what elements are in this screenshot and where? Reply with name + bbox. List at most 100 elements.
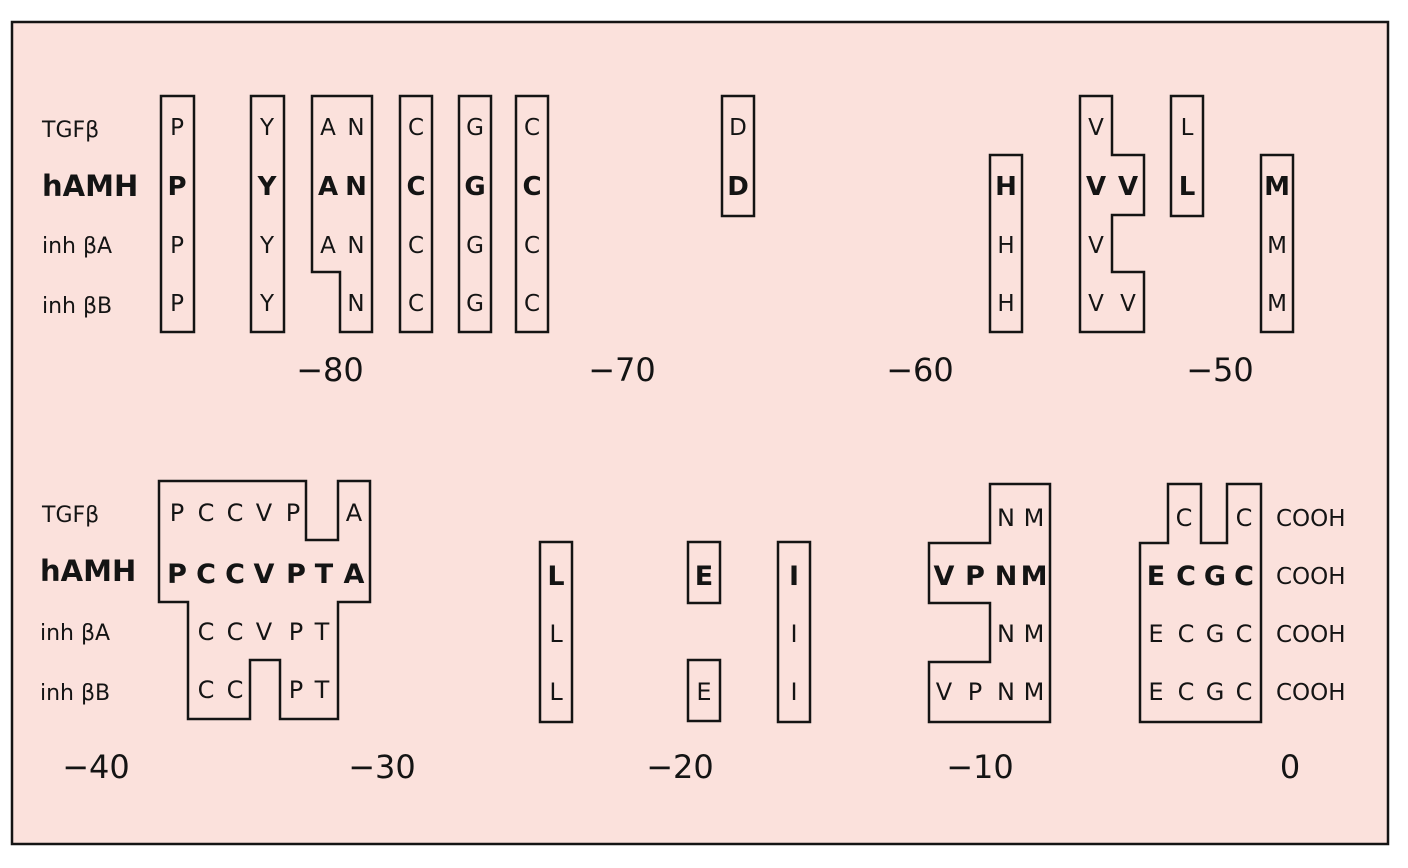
residue: C [198,499,215,527]
residue: A [346,499,363,527]
block-m [1259,153,1295,334]
residue: V [1086,172,1106,202]
block-h [988,153,1024,334]
cooh-terminus: COOH [1276,506,1346,532]
residue: L [547,561,564,592]
residue: N [997,620,1015,648]
residue: V [934,561,955,592]
residue: P [286,499,300,527]
axis-label: −80 [296,351,364,389]
residue: N [347,291,364,317]
residue: I [790,620,797,648]
residue: E [1148,620,1163,648]
residue: C [1176,504,1193,532]
residue: N [347,233,364,259]
residue: C [1236,620,1253,648]
residue: C [227,676,244,704]
residue: C [524,115,540,141]
axis-label: −70 [588,351,656,389]
axis-label: −20 [646,748,714,786]
block-pccvpta [157,479,372,721]
row-label-tgfb: TGFβ [41,503,99,528]
residue: P [289,618,303,646]
residue: P [170,499,184,527]
residue: C [406,172,425,202]
residue: N [995,561,1018,592]
residue: D [729,115,747,141]
residue: V [936,678,953,706]
row-label-tgfb: TGFβ [41,118,99,143]
residue: P [968,678,982,706]
row-label-hamh: hAMH [42,169,138,203]
residue: G [1204,561,1226,592]
axis-label: −30 [348,748,416,786]
residue: C [408,233,424,259]
residue: C [198,618,215,646]
block-p [159,94,196,334]
axis-label: −40 [62,748,130,786]
residue: G [464,172,485,202]
cooh-terminus: COOH [1276,622,1346,648]
residue: V [254,559,275,590]
axis-label: −50 [1186,351,1254,389]
residue: C [227,618,244,646]
residue: L [1179,172,1196,202]
residue: V [256,618,273,646]
residue: C [227,499,244,527]
residue: C [408,291,424,317]
block-vpnm [927,482,1052,724]
residue: N [997,678,1015,706]
block-i [776,540,812,724]
residue: T [314,618,330,646]
row-label-inh-bb: inh βB [42,294,112,319]
residue: M [1264,172,1290,202]
residue: T [315,559,334,590]
residue: P [167,559,187,590]
residue: I [789,561,799,592]
residue: V [1118,172,1138,202]
residue: P [286,559,306,590]
residue: Y [259,233,275,259]
block-e1 [686,540,722,605]
residue: P [170,115,184,141]
residue: V [1120,291,1136,317]
residue: P [170,233,184,259]
residue: C [1236,678,1253,706]
residue: A [318,172,338,202]
residue: N [997,504,1015,532]
residue: C [1178,678,1195,706]
residue: P [170,291,184,317]
residue: H [995,172,1017,202]
block-c2 [514,94,550,334]
residue: C [198,676,215,704]
residue: V [1088,291,1104,317]
residue: C [1236,504,1253,532]
residue: M [1024,504,1045,532]
top-panel: TGFβ hAMH inh βA inh βB P Y A N C G C D … [41,94,1295,389]
residue: E [1148,678,1163,706]
residue: C [1176,561,1196,592]
residue: M [1267,233,1287,259]
residue: M [1024,620,1045,648]
block-l [538,540,574,724]
block-g [457,94,493,334]
residue: N [345,172,367,202]
residue: V [1088,233,1104,259]
block-c1 [398,94,434,334]
residue: I [790,678,797,706]
block-vv [1078,94,1146,334]
axis-label: −60 [886,351,954,389]
residue: C [196,559,216,590]
residue: L [549,620,563,648]
residue: C [1178,620,1195,648]
block-l [1169,94,1205,218]
conserved-blocks-bottom [157,479,1263,724]
residue: G [1206,678,1225,706]
residue: V [256,499,273,527]
bottom-panel: TGFβ hAMH inh βA inh βB P C C V P A N M … [40,479,1346,786]
row-label-hamh: hAMH [40,554,136,588]
row-label-inh-bb: inh βB [40,681,110,706]
axis-label: 0 [1280,748,1300,786]
residue: C [522,172,541,202]
